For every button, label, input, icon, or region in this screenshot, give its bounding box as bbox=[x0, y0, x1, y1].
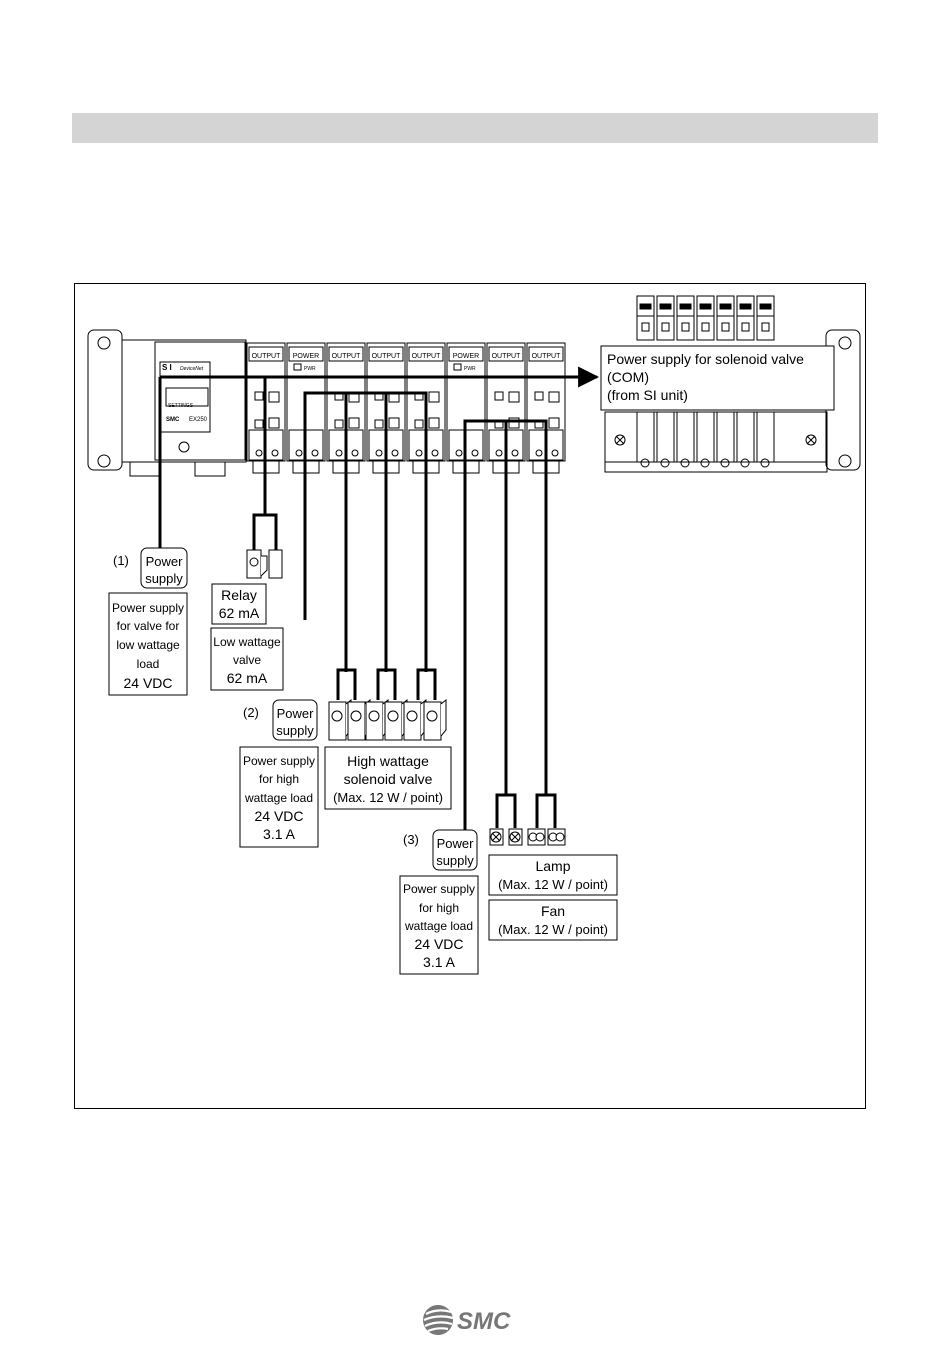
power-supply-3-line-2: supply bbox=[436, 853, 474, 868]
com-line-1: Power supply for solenoid valve bbox=[607, 351, 804, 367]
diagram-frame bbox=[74, 283, 866, 1109]
high-wattage-line-3: (Max. 12 W / point) bbox=[333, 790, 443, 805]
relay-line-2: 62 mA bbox=[219, 605, 260, 621]
valve-station-1 bbox=[636, 295, 655, 468]
valve-manifold bbox=[604, 411, 828, 473]
label-number-1: (1) bbox=[113, 553, 129, 568]
psu3-desc-3: wattage load bbox=[404, 919, 473, 933]
pwr-tag: PWR bbox=[464, 366, 476, 372]
io-blocks: OUTPUT POWER PWR OUTPUT OUTPUT OUTPUT POWER PWR… bbox=[246, 342, 566, 474]
com-callout-box bbox=[600, 345, 835, 411]
psu3-desc-2: for high bbox=[419, 901, 459, 915]
valve-station-2 bbox=[656, 295, 675, 468]
psu1-desc-5: 24 VDC bbox=[123, 675, 172, 691]
power-supply-3-line-1: Power bbox=[437, 836, 475, 851]
low-wattage-line-2: valve bbox=[233, 653, 261, 667]
high-wattage-box bbox=[324, 746, 452, 810]
power-supply-box-1 bbox=[140, 547, 188, 589]
label-number-3: (3) bbox=[403, 832, 419, 847]
psu1-desc-2: for valve for bbox=[117, 619, 180, 633]
relay-icon bbox=[246, 549, 283, 579]
io-module-label: OUTPUT bbox=[372, 353, 402, 360]
fan-line-2: (Max. 12 W / point) bbox=[498, 922, 608, 937]
psu1-desc-4: load bbox=[137, 657, 160, 671]
psu2-desc-box bbox=[239, 746, 319, 848]
fan-box bbox=[488, 899, 618, 941]
io-module-label: OUTPUT bbox=[412, 353, 442, 360]
io-module-label: OUTPUT bbox=[492, 353, 522, 360]
lamp-line-1: Lamp bbox=[535, 858, 570, 874]
io-module-label: POWER bbox=[453, 353, 479, 360]
low-wattage-line-3: 62 mA bbox=[227, 670, 268, 686]
si-model-label: EX250 bbox=[189, 417, 208, 423]
power-supply-2-line-1: Power bbox=[277, 706, 315, 721]
io-module-label: OUTPUT bbox=[252, 353, 282, 360]
low-wattage-box bbox=[210, 627, 284, 691]
valve-station-3 bbox=[676, 295, 695, 468]
si-brand-label: S I bbox=[162, 363, 172, 372]
io-module-label: OUTPUT bbox=[532, 353, 562, 360]
psu2-desc-1: Power supply bbox=[243, 754, 315, 768]
valve-station-6 bbox=[736, 295, 755, 468]
si-maker-label: SMC bbox=[166, 417, 180, 423]
psu3-desc-5: 3.1 A bbox=[423, 954, 456, 970]
io-module-label: OUTPUT bbox=[332, 353, 362, 360]
si-network-label: DeviceNet bbox=[180, 366, 204, 372]
valve-station-4 bbox=[696, 295, 715, 468]
label-number-2: (2) bbox=[243, 705, 259, 720]
psu2-desc-4: 24 VDC bbox=[254, 808, 303, 824]
psu3-desc-1: Power supply bbox=[403, 882, 475, 896]
power-supply-1-line-1: Power bbox=[146, 554, 184, 569]
wiring-lines bbox=[158, 377, 557, 830]
lamp-line-2: (Max. 12 W / point) bbox=[498, 877, 608, 892]
valve-stack bbox=[636, 295, 775, 468]
si-settings-label: SETTINGS bbox=[168, 403, 194, 409]
solenoid-valve-icons bbox=[328, 698, 447, 741]
power-supply-2-line-2: supply bbox=[276, 723, 314, 738]
solenoid-valve-6 bbox=[423, 698, 447, 741]
lamp-box bbox=[488, 854, 618, 896]
psu2-desc-5: 3.1 A bbox=[263, 826, 296, 842]
section-header-bar bbox=[72, 113, 878, 143]
psu1-desc-1: Power supply bbox=[112, 601, 184, 615]
valve-station-7 bbox=[756, 295, 775, 468]
high-wattage-line-1: High wattage bbox=[347, 753, 429, 769]
relay-box bbox=[211, 583, 267, 625]
smc-logo-text: SMC bbox=[457, 1308, 511, 1335]
psu3-desc-box bbox=[399, 875, 479, 975]
smc-logo: SMC bbox=[423, 1305, 511, 1335]
com-line-2: (COM) bbox=[607, 369, 649, 385]
psu2-desc-2: for high bbox=[259, 772, 299, 786]
power-supply-1-line-2: supply bbox=[145, 571, 183, 586]
low-wattage-line-1: Low wattage bbox=[213, 635, 281, 649]
lamp-fan-icons bbox=[489, 828, 566, 846]
com-line-3: (from SI unit) bbox=[607, 387, 688, 403]
high-wattage-line-2: solenoid valve bbox=[344, 771, 433, 787]
psu3-desc-4: 24 VDC bbox=[414, 936, 463, 952]
io-module-label: POWER bbox=[293, 353, 319, 360]
fan-line-1: Fan bbox=[541, 903, 565, 919]
psu1-desc-box bbox=[108, 592, 188, 696]
valve-station-5 bbox=[716, 295, 735, 468]
psu2-desc-3: wattage load bbox=[244, 791, 313, 805]
solenoid-valve-5 bbox=[403, 698, 427, 741]
relay-line-1: Relay bbox=[221, 587, 257, 603]
psu1-desc-3: low wattage bbox=[116, 638, 180, 652]
pwr-tag: PWR bbox=[304, 366, 316, 372]
power-supply-box-2 bbox=[272, 699, 318, 741]
power-supply-box-3 bbox=[432, 829, 478, 871]
